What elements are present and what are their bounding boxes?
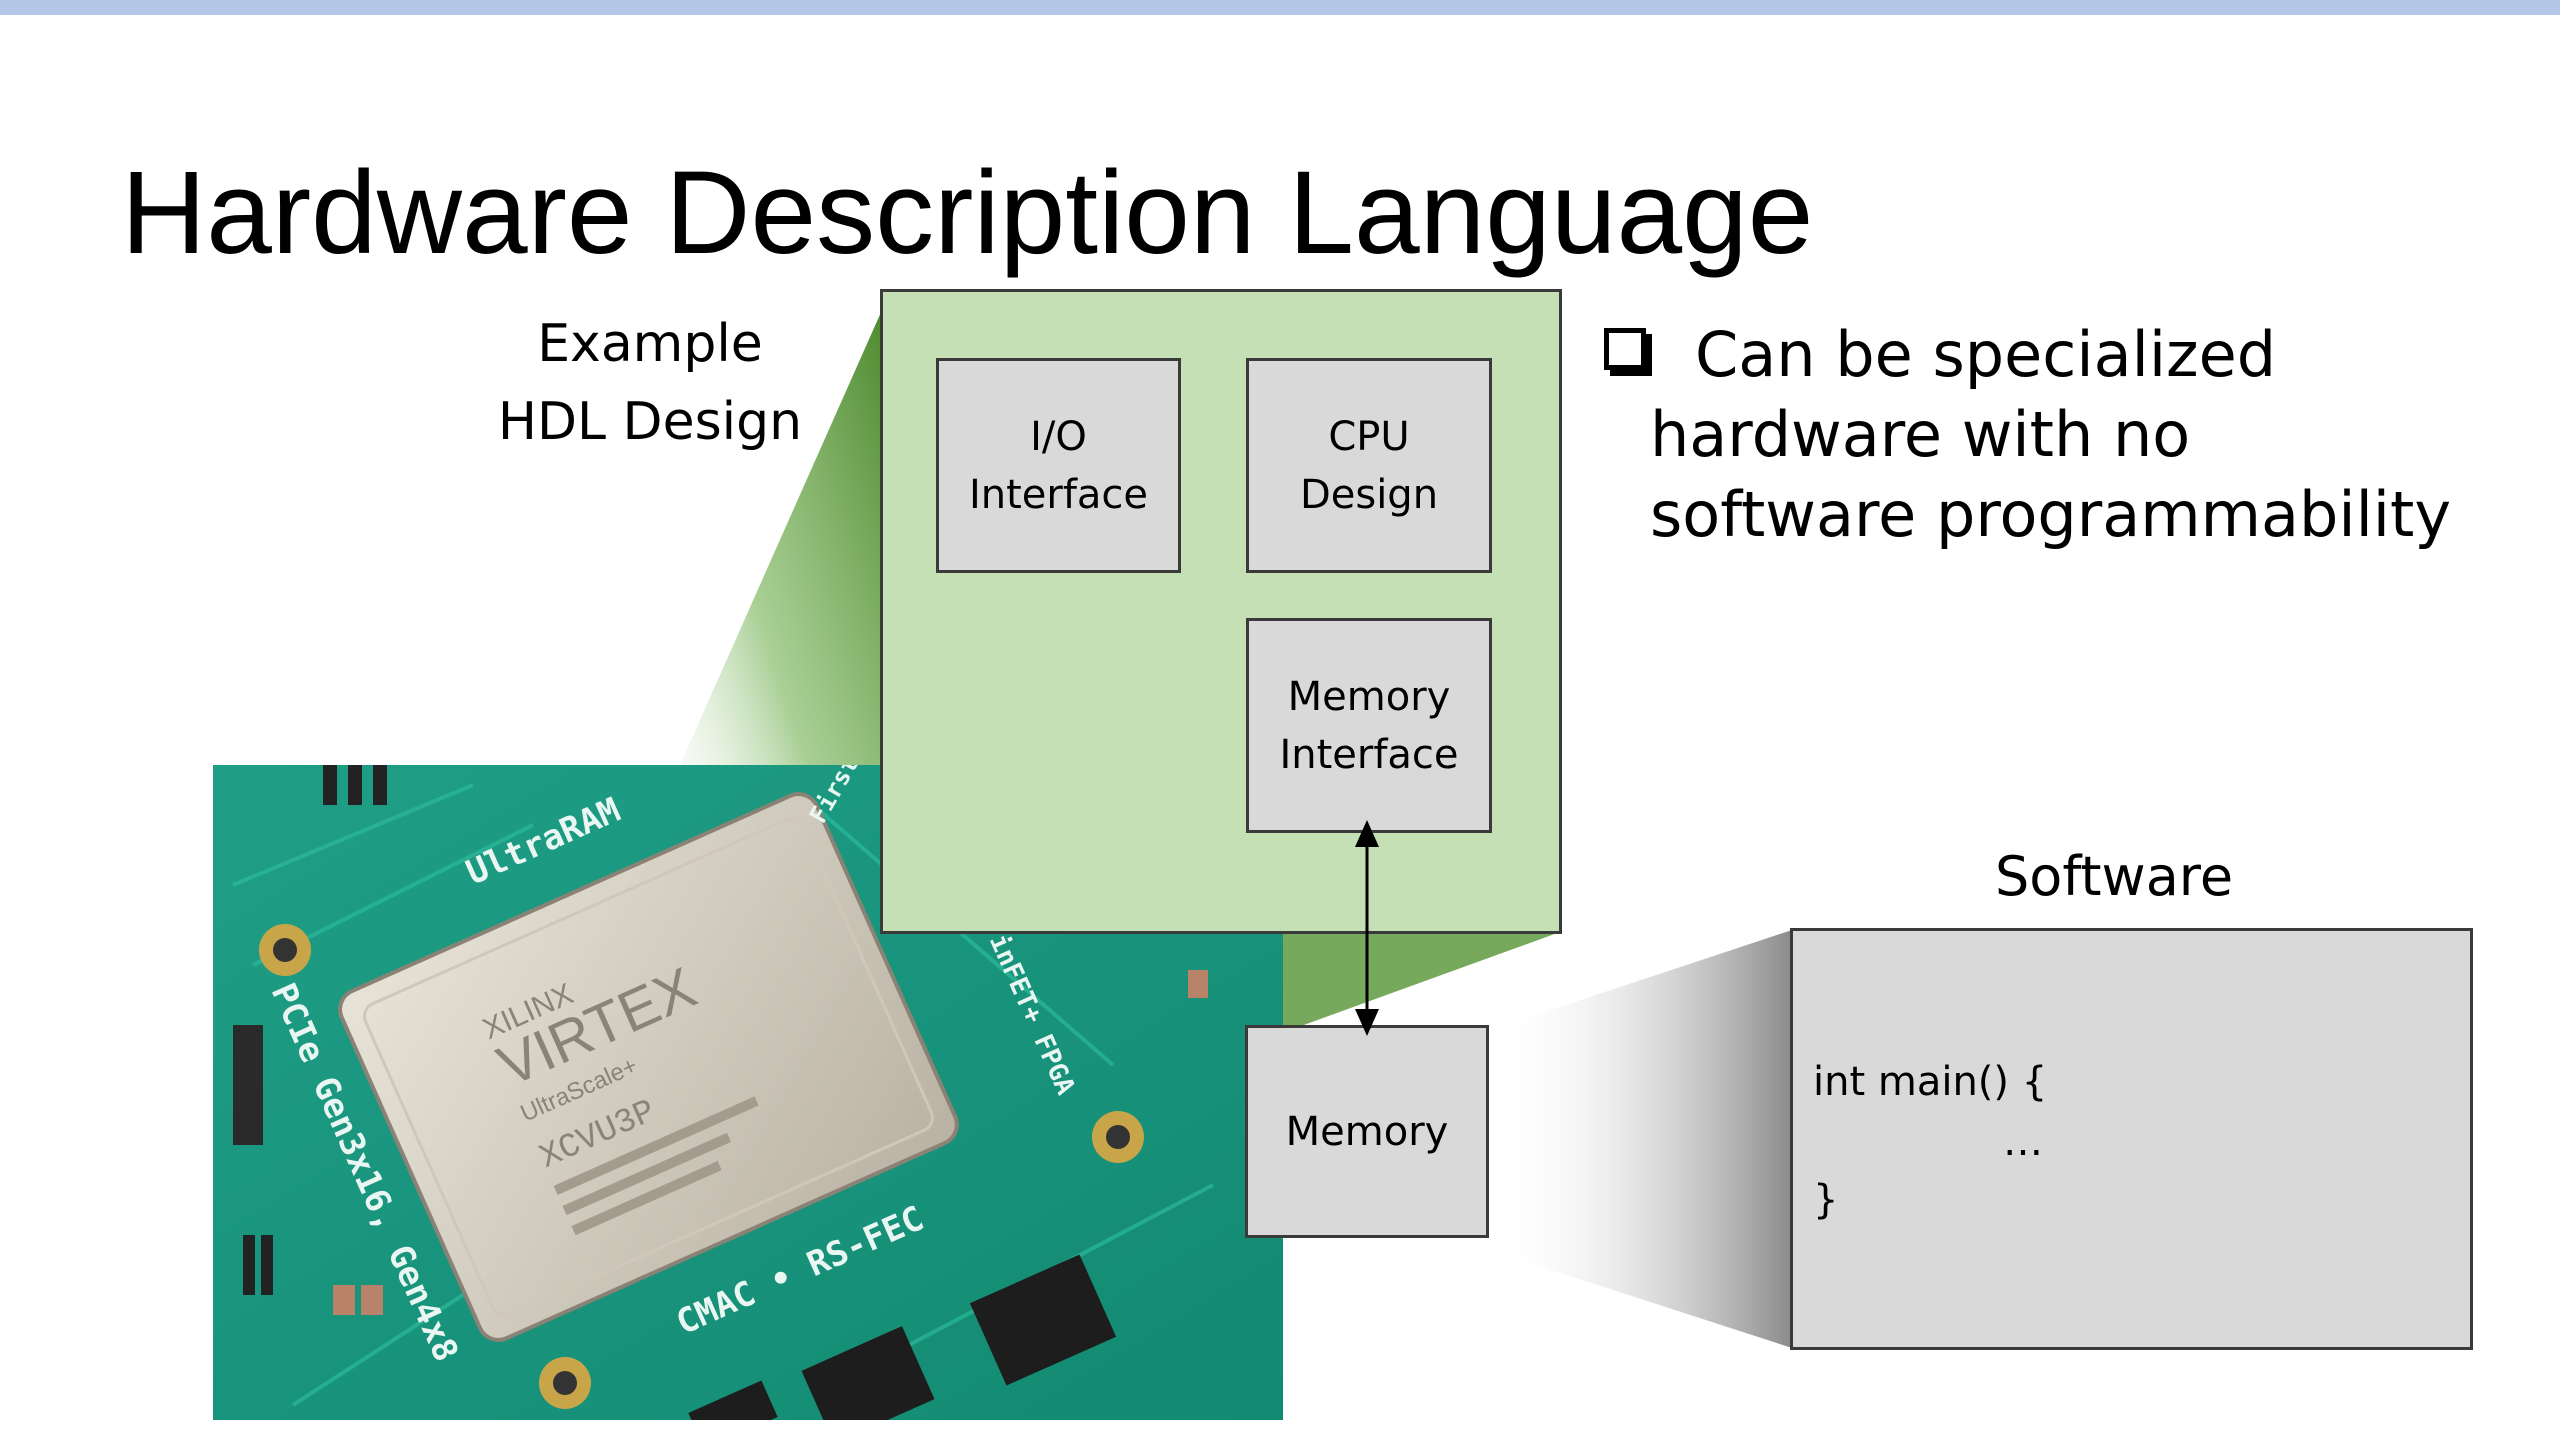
memory-interface-line2: Interface (1279, 731, 1459, 778)
bullet-line-3: software programmability (1650, 478, 2452, 551)
io-interface-line1: I/O (1030, 413, 1087, 460)
cpu-design-line2: Design (1299, 471, 1439, 518)
memory-interface-line1: Memory (1287, 673, 1451, 720)
cpu-design-line1: CPU (1328, 413, 1410, 460)
bullet-point: Can be specialized hardware with no soft… (1600, 315, 2500, 555)
code-line-3: } (1813, 1177, 1839, 1223)
slide-title: Hardware Description Language (121, 147, 1814, 279)
memory-label: Memory (1285, 1108, 1449, 1155)
bullet-line-2: hardware with no (1650, 398, 2191, 471)
code-line-1: int main() { (1813, 1059, 2048, 1105)
cpu-design-block: CPU Design (1246, 358, 1492, 573)
checkbox-bullet-icon (1604, 328, 1646, 370)
hdl-projection-bottom (1250, 932, 1560, 1030)
software-label: Software (1995, 845, 2234, 908)
bullet-line-1: Can be specialized (1695, 318, 2277, 391)
memory-interface-block: Memory Interface (1246, 618, 1492, 833)
hdl-design-box: I/O Interface CPU Design Memory Interfac… (880, 289, 1562, 934)
software-code-box: int main() { … } (1790, 928, 2473, 1350)
bullet-text: Can be specialized hardware with no soft… (1650, 315, 2500, 555)
code-line-2: … (2003, 1119, 2043, 1165)
example-hdl-label: Example HDL Design (470, 305, 830, 461)
io-interface-block: I/O Interface (936, 358, 1181, 573)
memory-block: Memory (1245, 1025, 1489, 1238)
software-projection (1490, 930, 1792, 1348)
example-label-line2: HDL Design (497, 392, 803, 452)
io-interface-line2: Interface (968, 471, 1149, 518)
top-accent-bar (0, 0, 2560, 15)
example-label-line1: Example (537, 314, 763, 374)
